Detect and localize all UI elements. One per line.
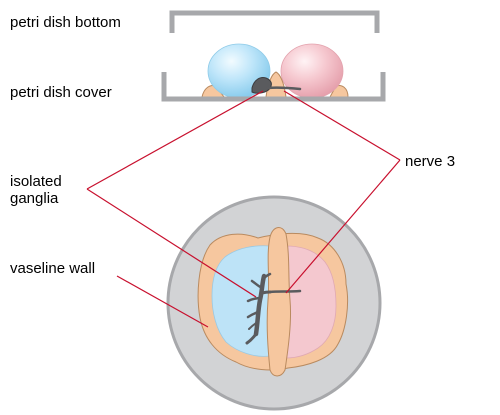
label-petri-dish-bottom: petri dish bottom [10,14,121,31]
label-petri-dish-cover: petri dish cover [10,84,112,101]
leader-isolated-ganglia-to-top [86,188,257,298]
isolated-ganglia-top [245,272,272,345]
label-nerve-3: nerve 3 [405,153,455,170]
label-isolated-ganglia-line2: ganglia [10,190,59,207]
leader-nerve-3-to-side [283,90,401,161]
nerve-side [266,86,302,91]
vaseline-wall-center [266,227,292,377]
leader-nerve-3-to-top [285,159,401,294]
label-isolated-ganglia-line1: isolated [10,173,62,190]
petri-dish-bottom [169,10,380,33]
nerve-3-top [268,289,302,294]
label-vaseline-wall: vaseline wall [10,260,95,277]
leader-isolated-ganglia-to-side [86,90,264,190]
pink-droplet [280,43,344,99]
leader-lines [86,90,401,328]
pink-chamber [285,245,337,359]
leader-vaseline-wall [116,275,209,328]
petri-dish-cover [161,72,386,102]
